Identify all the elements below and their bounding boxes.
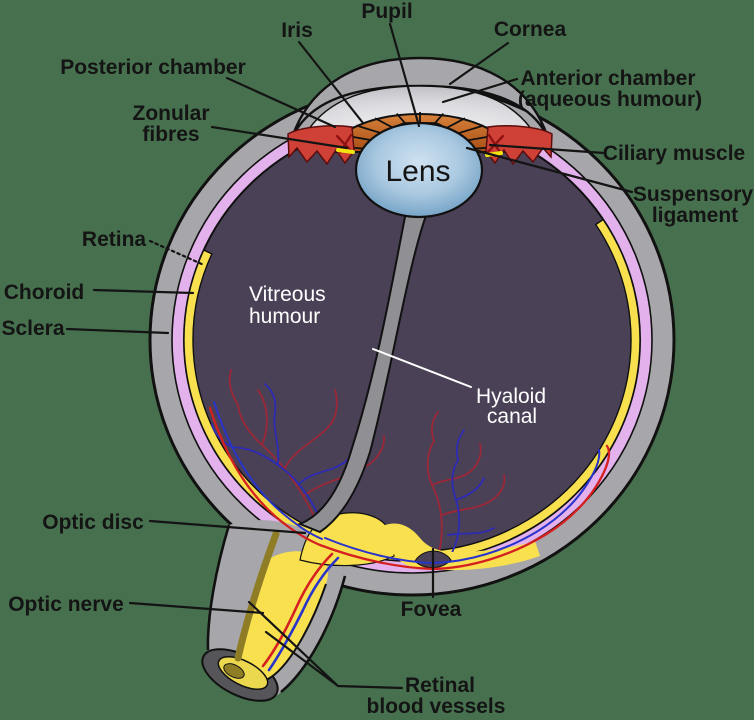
retinal-lining-vessels — [208, 401, 611, 672]
label-ciliary-muscle: Ciliary muscle — [603, 142, 745, 165]
choroid-pointer-line — [92, 288, 195, 295]
label-retina: Retina — [82, 228, 147, 251]
label-vitreous-1: Vitreous — [249, 283, 326, 306]
pointer-lines — [65, 22, 634, 690]
label-posterior-chamber: Posterior chamber — [60, 56, 246, 79]
retinal-vessel-blue-left — [213, 401, 323, 540]
nerve-vessel-red — [261, 552, 334, 668]
label-optic-nerve: Optic nerve — [8, 593, 124, 616]
hyaloid-canal-pointer-line — [372, 348, 472, 388]
label-suspensory-2: ligament — [652, 204, 738, 227]
label-hyaloid-2: canal — [487, 405, 537, 428]
vitreous-vessel-trees — [211, 369, 506, 561]
hyaloid-canal — [297, 205, 430, 534]
label-iris: Iris — [281, 19, 313, 42]
label-pupil: Pupil — [361, 0, 412, 23]
cornea-pointer-line — [448, 41, 510, 86]
label-suspensory-1: Suspensory — [633, 183, 754, 206]
label-optic-disc: Optic disc — [42, 511, 144, 534]
label-vitreous-2: humour — [249, 305, 320, 328]
retinal-vessel-blue-right — [324, 449, 601, 565]
label-zonular-2: fibres — [142, 123, 199, 146]
label-lens: Lens — [385, 155, 450, 188]
nerve-sheath-left-edge — [206, 524, 231, 651]
nerve-sheath-right-edge — [280, 575, 347, 694]
retinal-vessel-red-left — [208, 406, 322, 547]
posterior-chamber-pointer-line — [225, 76, 337, 129]
ciliary-muscle-pointer-line — [488, 143, 606, 155]
label-choroid: Choroid — [4, 281, 84, 304]
label-anterior-chamber-2: (aqueous humour) — [518, 88, 702, 111]
suspensory-ligament-pointer-line — [465, 146, 634, 194]
zonular-fibres-pointer-line — [210, 125, 349, 150]
nerve-vessel-blue — [267, 556, 340, 672]
pupil-pointer-line — [388, 22, 421, 128]
optic-disc-pointer-line — [148, 519, 307, 535]
nerve-cut-core — [223, 663, 245, 679]
nerve-fiber-right-edge — [265, 583, 327, 681]
label-hyaloid-1: Hyaloid — [476, 385, 546, 408]
label-retinal-vessels-2: blood vessels — [367, 695, 506, 718]
retina-pointer-line — [148, 239, 206, 267]
label-fovea: Fovea — [401, 598, 462, 621]
optic-nerve-pointer-line — [128, 601, 265, 615]
anterior-chamber-pointer-line — [441, 77, 519, 104]
label-sclera: Sclera — [1, 317, 64, 340]
sclera-pointer-line — [65, 327, 170, 335]
label-zonular-1: Zonular — [133, 102, 210, 125]
nerve-olive-stripe — [234, 530, 280, 662]
iris-pointer-line — [297, 40, 365, 125]
retinal-vessels-pointer-lines — [247, 600, 404, 690]
anterior-segment — [287, 56, 553, 219]
retinal-vessel-red-right — [318, 444, 611, 571]
label-retinal-vessels-1: Retinal — [405, 674, 475, 697]
label-anterior-chamber-1: Anterior chamber — [520, 67, 695, 90]
label-cornea: Cornea — [494, 18, 567, 41]
